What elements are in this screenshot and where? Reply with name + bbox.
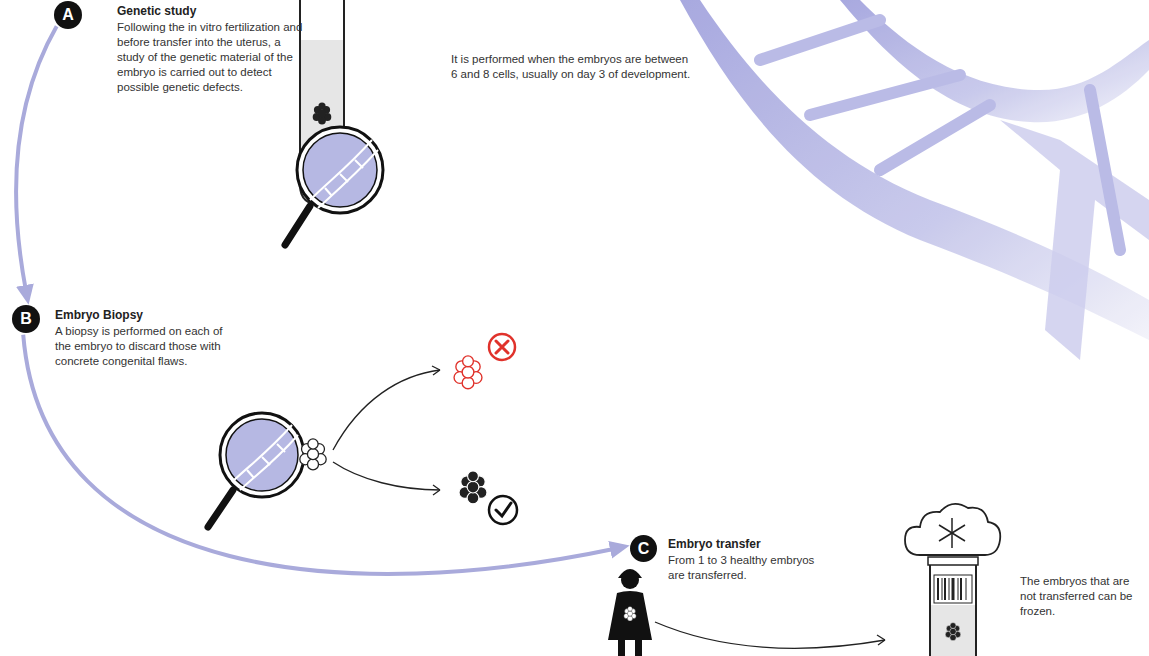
note-text: It is performed when the embryos are bet… bbox=[451, 52, 696, 82]
step-badge: CEmbryo transferFrom 1 to 3 healthy embr… bbox=[630, 535, 657, 562]
step-heading: Embryo transfer bbox=[668, 537, 761, 551]
step-heading: Genetic study bbox=[117, 4, 196, 18]
step-description: A biopsy is performed on each of the emb… bbox=[55, 324, 235, 369]
step-badge: BEmbryo BiopsyA biopsy is performed on e… bbox=[12, 305, 40, 333]
step-letter: C bbox=[630, 535, 657, 562]
flow-arrow bbox=[23, 335, 616, 574]
accept-mark bbox=[489, 496, 517, 524]
step-description: From 1 to 3 healthy embryos are transfer… bbox=[668, 553, 818, 583]
step-letter: A bbox=[54, 1, 82, 29]
frozen-tube bbox=[905, 504, 1000, 656]
step-heading: Embryo Biopsy bbox=[55, 308, 143, 322]
woman-figure bbox=[608, 569, 652, 656]
magnifier bbox=[285, 127, 383, 245]
step-letter: B bbox=[12, 305, 40, 333]
reject-mark bbox=[489, 334, 515, 360]
sort-arrows bbox=[333, 366, 440, 495]
step-description: Following the in vitro fertilization and… bbox=[117, 20, 307, 95]
flow-arrow bbox=[16, 26, 57, 291]
dna-helix bbox=[680, 0, 1149, 360]
healthy-embryo bbox=[459, 471, 487, 504]
embryo bbox=[300, 439, 326, 470]
rejected-embryo bbox=[454, 356, 482, 389]
freeze-arrow bbox=[655, 622, 885, 648]
step-badge: AGenetic studyFollowing the in vitro fer… bbox=[54, 1, 82, 29]
note-text: The embryos that are not transferred can… bbox=[1020, 574, 1145, 619]
magnifier bbox=[208, 413, 304, 527]
